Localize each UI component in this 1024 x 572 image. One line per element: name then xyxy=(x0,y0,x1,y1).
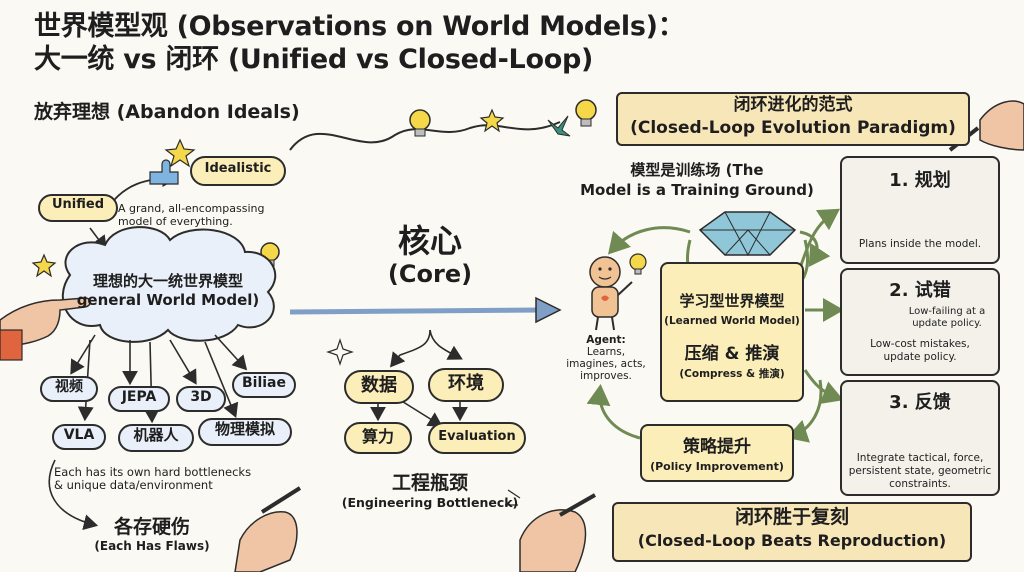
step2-note-b: Low-cost mistakes, update policy. xyxy=(870,338,970,363)
paradigm-cn: 闭环进化的范式 xyxy=(733,95,853,115)
compress-cn: 压缩 & 推演 xyxy=(684,344,780,364)
star-icon xyxy=(164,138,196,168)
section-subtitle: 放弃理想 (Abandon Ideals) xyxy=(34,101,300,123)
flaws-caption: 各存硬伤 (Each Has Flaws) xyxy=(92,512,212,553)
core-en: (Core) xyxy=(387,260,473,288)
closed-loop-banner: 闭环胜于复刻 (Closed-Loop Beats Reproduction) xyxy=(612,502,972,562)
grand-model-note: A grand, all-encompassing model of every… xyxy=(118,202,294,228)
learned-en: (Learned World Model) xyxy=(664,315,800,327)
page-title: 世界模型观 (Observations on World Models)： 大一… xyxy=(34,10,685,76)
unified-pill: Unified xyxy=(38,194,118,222)
agent-line-2: imagines, acts, xyxy=(566,358,646,370)
lightbulb-icon xyxy=(575,99,597,127)
compress-en: (Compress & 推演) xyxy=(679,368,785,380)
paradigm-en: (Closed-Loop Evolution Paradigm) xyxy=(630,118,956,138)
step-trial-error-panel: 2. 试错 Low-failing at a update policy. Lo… xyxy=(840,268,1000,376)
core-cn: 核心 xyxy=(397,222,462,260)
tag-jepa: JEPA xyxy=(108,386,170,412)
paradigm-banner: 闭环进化的范式 (Closed-Loop Evolution Paradigm) xyxy=(616,92,970,146)
policy-improvement-panel: 策略提升 (Policy Improvement) xyxy=(640,424,794,482)
step-planning-panel: 1. 规划 Plans inside the model. xyxy=(840,156,1000,264)
policy-en: (Policy Improvement) xyxy=(650,460,784,473)
sparkle-icon xyxy=(326,338,354,366)
flaws-cn: 各存硬伤 xyxy=(113,516,190,538)
flaws-en: (Each Has Flaws) xyxy=(94,539,210,553)
bottleneck-line-2: & unique data/environment xyxy=(54,478,213,492)
data-pill: 数据 xyxy=(344,370,414,404)
grand-note-line-2: model of everything. xyxy=(118,215,233,228)
tag-vla: VLA xyxy=(52,424,106,450)
cloud-line-1: 理想的大一统世界模型 xyxy=(92,272,243,290)
training-ground-caption: 模型是训练场 (The Model is a Training Ground) xyxy=(562,160,832,200)
policy-cn: 策略提升 xyxy=(683,437,751,457)
step2-title: 2. 试错 xyxy=(889,280,951,301)
agent-title: Agent: xyxy=(586,334,626,346)
star-icon xyxy=(31,253,57,278)
training-line-1: 模型是训练场 (The xyxy=(630,161,764,179)
bird-icon xyxy=(547,115,571,137)
agent-caption: Agent: Learns, imagines, acts, improves. xyxy=(560,334,652,382)
pen-hand-icon xyxy=(519,509,587,572)
agent-line-3: improves. xyxy=(580,370,632,382)
learned-world-model-panel: 学习型世界模型 (Learned World Model) 压缩 & 推演 (C… xyxy=(660,262,804,402)
tag-3d: 3D xyxy=(176,386,226,412)
thumbs-up-icon xyxy=(149,159,179,185)
step1-note: Plans inside the model. xyxy=(858,238,982,250)
tag-physics-sim: 物理模拟 xyxy=(198,418,292,446)
core-arrow xyxy=(289,307,541,315)
eng-en: (Engineering Bottleneck) xyxy=(341,495,519,510)
step3-title: 3. 反馈 xyxy=(889,392,951,413)
environment-pill: 环境 xyxy=(428,368,504,402)
step2-note-a: Low-failing at a update policy. xyxy=(908,306,986,329)
idealistic-pill: Idealistic xyxy=(190,156,286,186)
bottleneck-line-1: Each has its own hard bottlenecks xyxy=(54,465,252,479)
step1-title: 1. 规划 xyxy=(889,170,951,191)
lightbulb-icon xyxy=(409,109,431,137)
idealistic-label: Idealistic xyxy=(204,161,272,176)
closed-loop-en: (Closed-Loop Beats Reproduction) xyxy=(637,531,947,550)
agent-line-1: Learns, xyxy=(586,346,626,358)
engineering-bottleneck: 工程瓶颈 (Engineering Bottleneck) xyxy=(330,472,530,512)
pen-hand-icon xyxy=(979,100,1024,151)
step3-note: Integrate tactical, force, persistent st… xyxy=(848,452,992,490)
core-label: 核心 (Core) xyxy=(370,222,490,288)
step-feedback-panel: 3. 反馈 Integrate tactical, force, persist… xyxy=(840,380,1000,496)
lightbulb-icon xyxy=(629,253,647,275)
learned-cn: 学习型世界模型 xyxy=(679,292,785,310)
title-line-1: 世界模型观 (Observations on World Models)： xyxy=(34,11,685,42)
compute-pill: 算力 xyxy=(344,422,412,454)
bottleneck-note: Each has its own hard bottlenecks & uniq… xyxy=(54,466,294,492)
eng-cn: 工程瓶颈 xyxy=(391,472,468,494)
cloud-caption: 理想的大一统世界模型 general World Model) xyxy=(68,272,268,310)
closed-loop-cn: 闭环胜于复刻 xyxy=(734,506,849,528)
pen-hand-icon xyxy=(234,511,298,572)
title-line-2: 大一统 vs 闭环 (Unified vs Closed-Loop) xyxy=(34,44,594,75)
star-icon xyxy=(479,108,505,133)
tag-biliae: Biliae xyxy=(232,372,296,398)
evaluation-pill: Evaluation xyxy=(428,422,526,454)
unified-label: Unified xyxy=(51,197,105,212)
tag-video: 视频 xyxy=(40,376,98,402)
cloud-shape xyxy=(61,226,277,343)
cloud-line-2: general World Model) xyxy=(76,291,260,309)
tag-robot: 机器人 xyxy=(118,424,194,452)
agent-figure-icon xyxy=(589,256,633,331)
training-line-2: Model is a Training Ground) xyxy=(580,181,814,199)
grand-note-line-1: A grand, all-encompassing xyxy=(118,202,265,215)
